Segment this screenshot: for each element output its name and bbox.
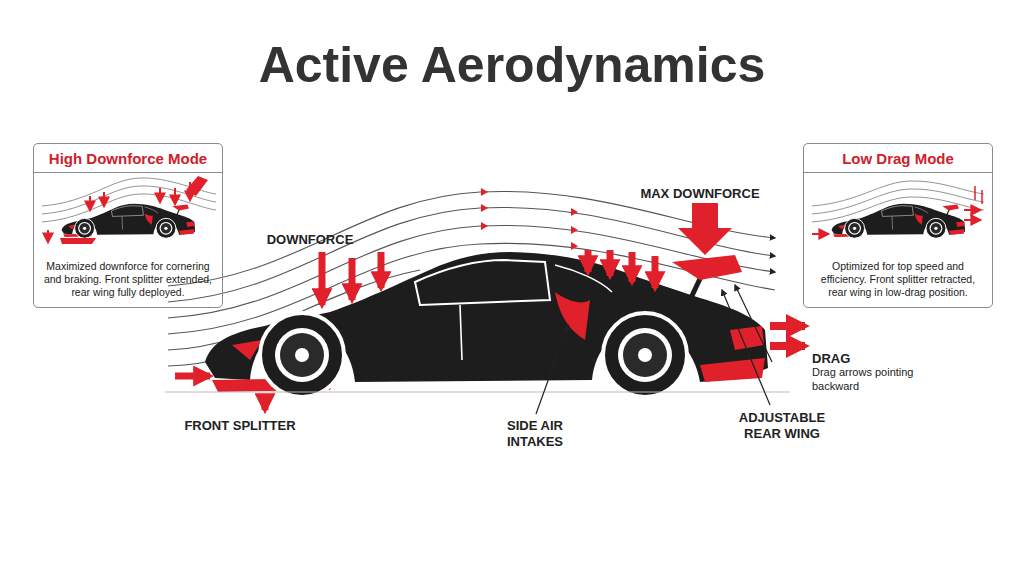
diagram-title: Active Aerodynamics	[0, 36, 1024, 94]
mode-description: Optimized for top speed and efficiency. …	[812, 260, 984, 299]
force-label: MAX DOWNFORCE	[600, 186, 800, 202]
part-label: SIDE AIR INTAKES	[487, 418, 583, 449]
part-label: FRONT SPLITTER	[170, 418, 310, 434]
mode-box: Low Drag ModeOptimized for top speed and…	[803, 143, 993, 308]
force-label: DRAG	[812, 351, 872, 367]
mode-description: Maximized downforce for cornering and br…	[42, 260, 214, 299]
force-label: DOWNFORCE	[262, 232, 358, 248]
mode-heading: Low Drag Mode	[804, 144, 992, 173]
mode-box: High Downforce ModeMaximized downforce f…	[33, 143, 223, 308]
part-label: ADJUSTABLE REAR WING	[722, 410, 842, 441]
mode-heading: High Downforce Mode	[34, 144, 222, 173]
note-text: Drag arrows pointing backward	[812, 366, 924, 394]
